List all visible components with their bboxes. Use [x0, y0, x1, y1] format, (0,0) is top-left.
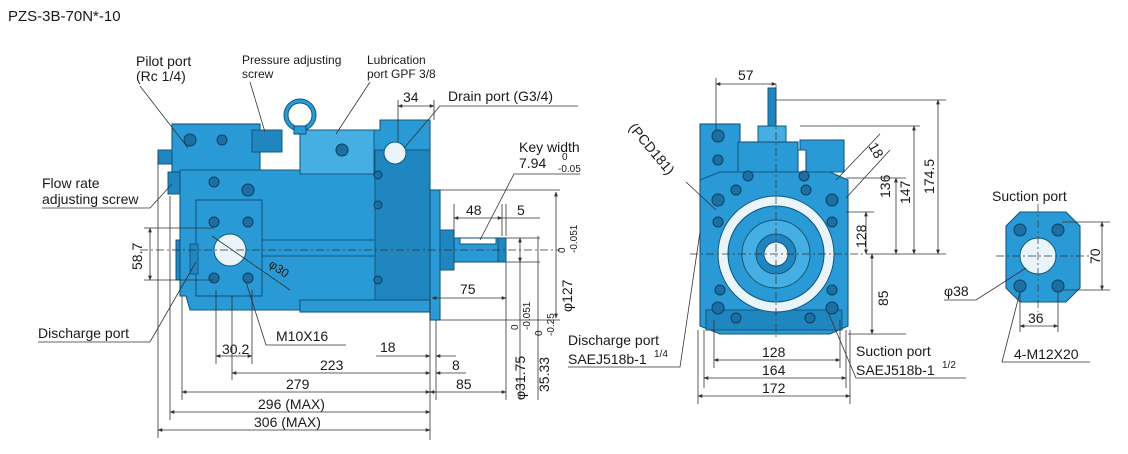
label-4-m12x20: 4-M12X20	[1014, 346, 1079, 362]
pump-side-view	[157, 98, 507, 321]
leader-lubrication	[335, 81, 371, 135]
dim-75: 75	[460, 281, 476, 297]
label-pilot-port-spec: (Rc 1/4)	[136, 68, 186, 84]
dim-136: 136	[877, 174, 893, 198]
label-suction-standard-sup: 1/2	[942, 360, 956, 371]
suction-port-flange	[1005, 211, 1081, 303]
leader-key-width	[479, 173, 580, 241]
label-flow-rate-2: adjusting screw	[42, 191, 139, 207]
dim-34: 34	[403, 89, 419, 105]
label-discharge-standard: SAEJ518b-1	[568, 351, 647, 367]
label-discharge-port-front: Discharge port	[568, 332, 659, 348]
dim-70: 70	[1087, 248, 1103, 264]
dim-phi31-75: φ31.75	[512, 356, 528, 400]
dim-48: 48	[466, 202, 482, 218]
label-lubrication: Lubrication	[367, 53, 426, 67]
label-flow-rate: Flow rate	[42, 175, 100, 191]
dim-phi31-tol-top: 0	[510, 324, 521, 330]
label-lubrication-2: port GPF 3/8	[367, 67, 436, 81]
label-discharge-port: Discharge port	[38, 325, 129, 341]
dim-key-tol-bot: -0.05	[558, 164, 581, 175]
label-pressure-adjusting-2: screw	[242, 67, 274, 81]
dim-18-diag: 18	[865, 140, 887, 162]
label-drain-port: Drain port (G3/4)	[448, 88, 553, 104]
pump-front-view	[699, 87, 849, 335]
dim-30-2: 30.2	[222, 341, 249, 357]
dim-85-vertical: 85	[875, 290, 891, 306]
label-suction-standard: SAEJ518b-1	[856, 362, 935, 378]
dim-phi31-tol-bot: -0.051	[522, 301, 533, 330]
dim-58-7: 58.7	[129, 243, 145, 270]
dim-18: 18	[380, 339, 396, 355]
dim-164: 164	[762, 362, 786, 378]
leader-drain-port	[403, 105, 578, 149]
label-key-width: Key width	[519, 139, 580, 155]
dim-8: 8	[452, 357, 460, 373]
dim-35-tol-top: 0	[534, 330, 545, 336]
leader-flow-rate	[42, 183, 173, 209]
label-pcd181: (PCD181)	[626, 120, 678, 178]
dim-35-33: 35.33	[536, 357, 552, 392]
model-title: PZS-3B-70N*-10	[8, 8, 121, 25]
leader-suction-front	[827, 311, 966, 379]
dim-phi38: φ38	[944, 283, 969, 299]
label-discharge-standard-sup: 1/4	[654, 349, 668, 360]
label-m10x16: M10X16	[276, 328, 328, 344]
dim-36: 36	[1028, 310, 1044, 326]
label-suction-port-front: Suction port	[856, 343, 931, 359]
label-pressure-adjusting: Pressure adjusting	[242, 53, 341, 67]
leader-pilot-port	[139, 85, 189, 149]
dim-35-tol-bot: -0.25	[546, 313, 557, 336]
dim-85-shaft: 85	[456, 376, 472, 392]
dim-phi127-tol-bot: -0.051	[569, 224, 580, 253]
leader-bolt-spec	[1001, 291, 1090, 363]
dim-172: 172	[762, 380, 786, 396]
leader-discharge-port	[38, 261, 197, 343]
label-suction-port-title: Suction port	[992, 188, 1067, 204]
dim-174-5: 174.5	[921, 159, 937, 194]
dim-279: 279	[286, 376, 310, 392]
dim-128-vertical: 128	[853, 224, 869, 248]
leader-pressure-adjusting	[249, 81, 266, 133]
dim-key-tol-top: 0	[562, 152, 568, 163]
dim-phi127: φ127	[559, 279, 575, 312]
label-pilot-port: Pilot port	[136, 53, 191, 69]
dim-306-max: 306 (MAX)	[254, 414, 321, 430]
dim-296-max: 296 (MAX)	[258, 396, 325, 412]
leader-m10x16	[245, 281, 346, 346]
dim-phi127-tol-top: 0	[557, 247, 568, 253]
dim-147: 147	[897, 180, 913, 204]
dim-key-width: 7.94	[519, 155, 546, 171]
dim-5: 5	[517, 202, 525, 218]
dim-57: 57	[738, 67, 754, 83]
dim-223: 223	[320, 357, 344, 373]
leader-discharge-front	[568, 231, 701, 368]
dim-128-horizontal: 128	[762, 344, 786, 360]
